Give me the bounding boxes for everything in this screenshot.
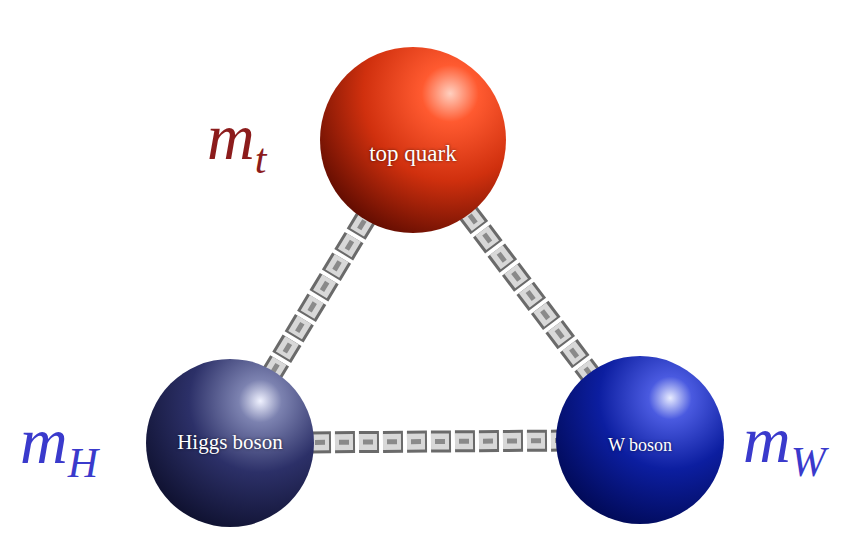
chain-holes (467, 212, 591, 376)
mass-subscript: W (791, 439, 826, 485)
chain-outline (272, 217, 367, 374)
chain-holes (272, 217, 367, 374)
chain-outline (311, 441, 559, 443)
sphere-fill (320, 47, 506, 233)
chain-holes (311, 441, 559, 443)
chain-links (467, 212, 591, 376)
chain-connector (311, 441, 559, 443)
particle-sphere: mttop quark (319, 46, 507, 234)
particle-sphere: mWW boson (555, 355, 725, 525)
mass-subscript: t (255, 136, 267, 182)
mass-subscript: H (68, 440, 98, 486)
chain-connector (467, 212, 591, 376)
particle-name: Higgs boson (175, 431, 285, 454)
sphere-fill (556, 356, 724, 524)
sphere-shape (319, 46, 507, 234)
chain-outline (467, 212, 591, 376)
particle-name: W boson (570, 436, 710, 456)
mass-letter: m (20, 404, 68, 477)
particle-name: top quark (338, 141, 488, 166)
mass-symbol: mH (20, 408, 98, 484)
chain-connector (272, 217, 367, 374)
chain-links (272, 217, 367, 374)
particle-sphere: mHHiggs boson (145, 358, 315, 528)
mass-symbol: mW (743, 407, 826, 483)
sphere-fill (146, 359, 314, 527)
mass-symbol: mt (207, 104, 266, 180)
mass-letter: m (743, 403, 791, 476)
mass-letter: m (207, 100, 255, 173)
chain-links (311, 441, 559, 443)
